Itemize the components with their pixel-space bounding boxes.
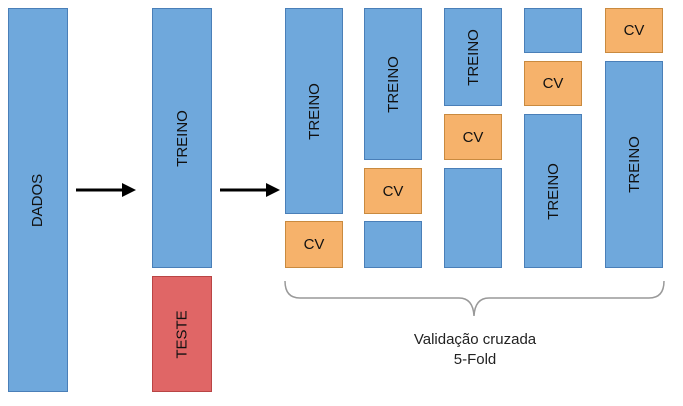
- caption-line-1: Validação cruzada: [413, 331, 537, 348]
- fold-4-train-top-block: [524, 8, 582, 53]
- fold-4-cv-label: CV: [542, 75, 564, 92]
- train-block: TREINO: [152, 8, 212, 268]
- arrow-data-to-split: [76, 183, 136, 197]
- caption: Validação cruzada 5-Fold: [360, 330, 590, 370]
- fold-2-cv-label: CV: [382, 182, 404, 200]
- caption-line-2: 5-Fold: [453, 351, 497, 368]
- fold-3-cv-block: CV: [444, 114, 502, 160]
- fold-3-train-top-block: TREINO: [444, 8, 502, 106]
- data-block: DADOS: [8, 8, 68, 392]
- fold-1-cv-label: CV: [303, 236, 325, 253]
- fold-1-cv-block: CV: [285, 221, 343, 268]
- fold-5-train-block: TREINO: [605, 61, 663, 268]
- fold-3-cv-label: CV: [462, 128, 484, 146]
- fold-5-cv-label: CV: [623, 22, 645, 39]
- arrow-split-to-folds: [220, 183, 280, 197]
- fold-2-train-bottom-block: [364, 221, 422, 268]
- fold-4-train-bottom-block: TREINO: [524, 114, 582, 268]
- fold-5-cv-block: CV: [605, 8, 663, 53]
- fold-1-train-block: TREINO: [285, 8, 343, 214]
- fold-4-cv-block: CV: [524, 61, 582, 106]
- curly-brace: [284, 280, 665, 317]
- fold-3-train-bottom-block: [444, 168, 502, 268]
- fold-2-cv-block: CV: [364, 168, 422, 214]
- test-block: TESTE: [152, 276, 212, 392]
- fold-2-train-top-block: TREINO: [364, 8, 422, 160]
